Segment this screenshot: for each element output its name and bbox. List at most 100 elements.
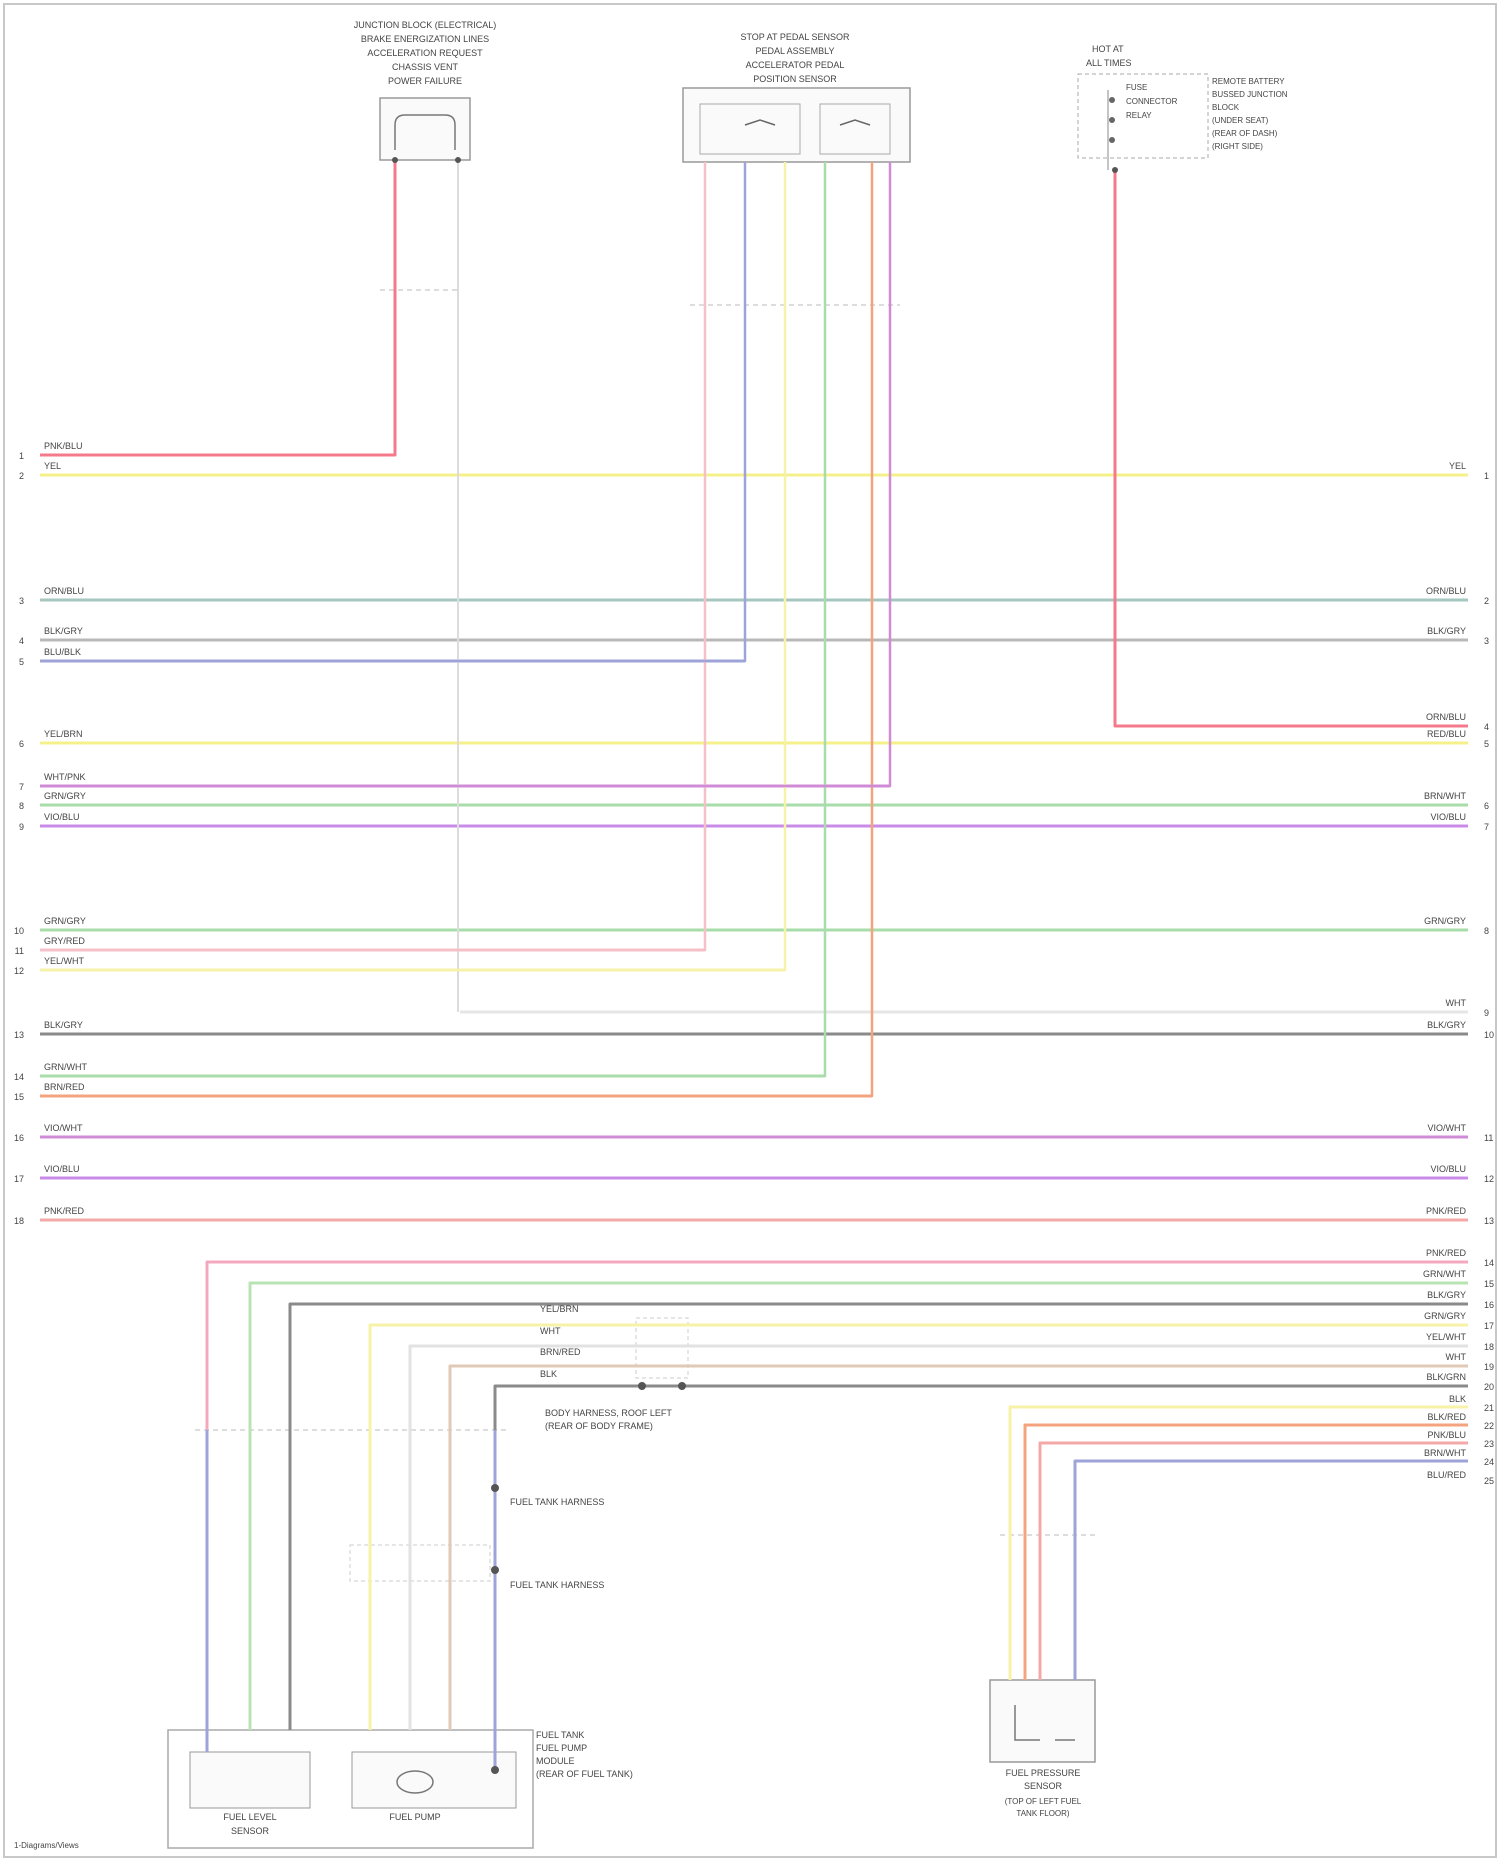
pin-number-right: 12 — [1484, 1174, 1494, 1184]
hot-at-note-2: BUSSED JUNCTION — [1212, 90, 1288, 99]
wire-label-left: BLU/BLK — [44, 647, 81, 657]
pin-number-right: 6 — [1484, 801, 1489, 811]
pin-number-left: 9 — [19, 822, 24, 832]
wire-label-right: PNK/BLU — [1427, 1430, 1466, 1440]
wire-label-right: VIO/WHT — [1428, 1123, 1467, 1133]
wire-label-left: GRN/WHT — [44, 1062, 87, 1072]
ground-point — [491, 1484, 499, 1492]
bottom-wire-label-2: WHT — [540, 1326, 561, 1336]
wire-label-left: VIO/BLU — [44, 1164, 80, 1174]
pin-number-left: 13 — [14, 1030, 24, 1040]
fuse-node-2 — [1109, 117, 1115, 123]
pin-number-right: 25 — [1484, 1476, 1494, 1486]
fuel-level-sensor-label-2: SENSOR — [231, 1826, 270, 1836]
wire-label-right: BLK/RED — [1427, 1412, 1466, 1422]
wire-label-left: WHT/PNK — [44, 772, 86, 782]
wire-label-left: BRN/RED — [44, 1082, 85, 1092]
pin-number-right: 23 — [1484, 1439, 1494, 1449]
wire-label-right: BRN/WHT — [1424, 1448, 1466, 1458]
wire-label-right: PNK/RED — [1426, 1248, 1467, 1258]
pin-number-right: 7 — [1484, 822, 1489, 832]
wire-label-left: PNK/RED — [44, 1206, 85, 1216]
hot-at-note-1: REMOTE BATTERY — [1212, 77, 1285, 86]
brake-switch-label-4: CHASSIS VENT — [392, 62, 459, 72]
ground-main-label-2: (REAR OF BODY FRAME) — [545, 1421, 653, 1431]
pin-number-left: 12 — [14, 966, 24, 976]
pin-number-right: 1 — [1484, 471, 1489, 481]
fuel-tank-module-label-1: FUEL TANK — [536, 1730, 584, 1740]
wire-label-left: YEL/WHT — [44, 956, 85, 966]
pin-number-left: 5 — [19, 657, 24, 667]
wire-label-right: BLK/GRY — [1427, 626, 1466, 636]
wire-label-right: YEL — [1449, 461, 1466, 471]
ground-main-label-1: BODY HARNESS, ROOF LEFT — [545, 1408, 672, 1418]
pedal-sensor-label-4: POSITION SENSOR — [753, 74, 837, 84]
pin-number-right: 17 — [1484, 1321, 1494, 1331]
hot-at-label-3: FUSE — [1126, 83, 1147, 92]
wire-label-left: VIO/BLU — [44, 812, 80, 822]
connector-pin — [1112, 167, 1118, 173]
wire-label-right: BLK/GRY — [1427, 1020, 1466, 1030]
pin-number-right: 11 — [1484, 1133, 1493, 1143]
fuel-pump-label: FUEL PUMP — [389, 1812, 440, 1822]
pin-number-left: 3 — [19, 596, 24, 606]
wire-label-left: BLK/GRY — [44, 626, 83, 636]
wire-label-right: PNK/RED — [1426, 1206, 1467, 1216]
pin-number-left: 8 — [19, 801, 24, 811]
wire-label-right: BRN/WHT — [1424, 791, 1466, 801]
pin-number-left: 7 — [19, 782, 24, 792]
pin-number-left: 4 — [19, 636, 24, 646]
fuel-level-sensor-box — [190, 1752, 310, 1808]
wire-label-right: ORN/BLU — [1426, 712, 1466, 722]
wire-label-left: PNK/BLU — [44, 441, 83, 451]
pressure-sensor-label-4: TANK FLOOR) — [1016, 1809, 1070, 1818]
connector-pin — [392, 157, 398, 163]
hot-at-label-5: RELAY — [1126, 111, 1152, 120]
wire-label-left: GRY/RED — [44, 936, 85, 946]
wire-label-right: VIO/BLU — [1430, 812, 1466, 822]
wire-label-right: GRN/WHT — [1423, 1269, 1466, 1279]
pin-number-right: 19 — [1484, 1362, 1494, 1372]
pin-number-right: 8 — [1484, 926, 1489, 936]
wire-label-left: GRN/GRY — [44, 791, 86, 801]
pressure-sensor-label-1: FUEL PRESSURE — [1006, 1768, 1081, 1778]
pin-number-left: 6 — [19, 739, 24, 749]
brake-switch-label-5: POWER FAILURE — [388, 76, 462, 86]
fuel-pressure-sensor: FUEL PRESSURE SENSOR (TOP OF LEFT FUEL T… — [990, 1680, 1095, 1818]
pin-number-left: 11 — [15, 946, 24, 956]
wire-label-right: GRN/GRY — [1424, 916, 1466, 926]
wire-label-left: YEL — [44, 461, 61, 471]
pin-number-right: 9 — [1484, 1008, 1489, 1018]
ground-g2-label: FUEL TANK HARNESS — [510, 1580, 604, 1590]
pressure-sensor-box — [990, 1680, 1095, 1762]
ground-point — [491, 1766, 499, 1774]
fuel-tank-module-label-2: FUEL PUMP — [536, 1743, 587, 1753]
fuse-node-3 — [1109, 137, 1115, 143]
fuse-node-1 — [1109, 97, 1115, 103]
pin-number-right: 13 — [1484, 1216, 1494, 1226]
pin-number-right: 3 — [1484, 636, 1489, 646]
pin-number-right: 18 — [1484, 1342, 1494, 1352]
pin-number-left: 1 — [19, 451, 24, 461]
pin-number-right: 21 — [1484, 1403, 1494, 1413]
wire-label-right: YEL/WHT — [1426, 1332, 1467, 1342]
pin-number-left: 15 — [14, 1092, 24, 1102]
pin-number-left: 17 — [14, 1174, 24, 1184]
brake-switch-label-1: JUNCTION BLOCK (ELECTRICAL) — [354, 20, 497, 30]
wire-label-right: GRN/GRY — [1424, 1311, 1466, 1321]
hot-at-label-1: HOT AT — [1092, 44, 1124, 54]
hot-at-note-5: (REAR OF DASH) — [1212, 129, 1278, 138]
pressure-sensor-label-2: SENSOR — [1024, 1781, 1063, 1791]
pin-number-right: 20 — [1484, 1382, 1494, 1392]
wire-label-right: BLK/GRY — [1427, 1290, 1466, 1300]
connector-pin — [455, 157, 461, 163]
wire-label-right: VIO/BLU — [1430, 1164, 1466, 1174]
splice-point — [678, 1382, 686, 1390]
wire-label-left: BLK/GRY — [44, 1020, 83, 1030]
fuel-tank-module-label-4: (REAR OF FUEL TANK) — [536, 1769, 633, 1779]
splice-point — [638, 1382, 646, 1390]
pedal-sensor-label-3: ACCELERATOR PEDAL — [746, 60, 845, 70]
wire-label-right: BLU/RED — [1427, 1470, 1467, 1480]
